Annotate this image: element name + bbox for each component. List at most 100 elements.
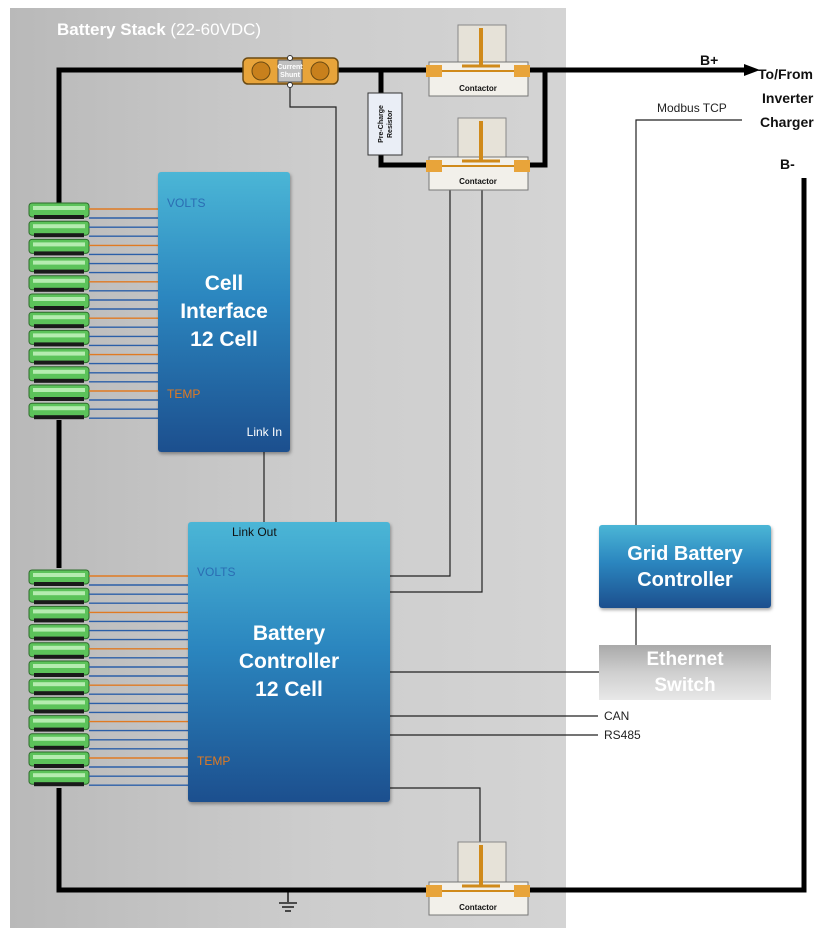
cell-interface-volts-label: VOLTS (167, 196, 206, 210)
precharge-label-line1: Pre-Charge (378, 105, 385, 143)
power-bus (56, 67, 807, 893)
battery-cell-highlight (33, 755, 85, 759)
precharge-label-line2: Resistor (387, 110, 394, 138)
battery-cell-highlight (33, 369, 85, 374)
battery-cell-highlight (33, 700, 85, 705)
battery-cell-highlight (33, 682, 85, 687)
modbus-wire (635, 119, 742, 525)
battery-cell-terminal (34, 709, 84, 714)
precharge-resistor: Pre-Charge Resistor (367, 92, 403, 156)
bus-b-minus (528, 178, 807, 893)
ethernet-switch-title-line2: Switch (654, 674, 716, 696)
battery-cell-terminal (34, 378, 84, 383)
cell-interface-title-line3: 12 Cell (190, 328, 258, 351)
battery-cell-terminal (34, 636, 84, 641)
current-shunt: Current Shunt (242, 55, 339, 88)
battery-controller-title-line1: Battery (252, 622, 326, 645)
battery-cell-highlight (33, 645, 85, 650)
battery-controller-box: Battery Controller 12 Cell (188, 522, 390, 802)
b-plus-label: B+ (700, 52, 719, 68)
bus-precharge-return (528, 70, 548, 168)
battery-cell-terminal (34, 654, 84, 659)
cell-stack-upper (28, 202, 158, 420)
cell-interface-box: Cell Interface 12 Cell Link In (158, 172, 290, 452)
shunt-label-line1: Current (277, 64, 303, 71)
battery-cell-terminal (34, 251, 84, 256)
battery-cell-highlight (33, 718, 85, 723)
shunt-label-line2: Shunt (280, 72, 300, 79)
ethernet-switch-box: Ethernet Switch (599, 645, 771, 700)
battery-cell-terminal (34, 745, 84, 750)
to-from-line1: To/From (758, 66, 813, 82)
to-from-line2: Inverter (762, 90, 814, 106)
battery-cell-highlight (33, 664, 85, 668)
grid-controller-title-line1: Grid Battery (627, 542, 743, 565)
battery-cell-highlight (33, 736, 85, 741)
contactor3-control-wire (390, 787, 481, 842)
modbus-label: Modbus TCP (657, 101, 727, 115)
link-in-label: Link In (246, 425, 282, 439)
contactor2-control-wire (390, 190, 451, 577)
bus-left-bottom (56, 788, 428, 893)
battery-cell-highlight (33, 242, 85, 247)
battery-cell-terminal (34, 215, 84, 219)
battery-cell-terminal (34, 782, 84, 787)
contactor-label: Contactor (459, 84, 497, 93)
cell-stack-lower (28, 569, 188, 787)
battery-cell-terminal (34, 618, 84, 623)
cell-interface-title-line1: Cell (204, 272, 244, 295)
battery-stack-title: Battery Stack (22-60VDC) (57, 20, 262, 39)
battery-cell-highlight (33, 773, 85, 778)
battery-cell-highlight (33, 333, 85, 338)
ethernet-switch-title-line1: Ethernet (646, 648, 724, 670)
battery-cell-highlight (33, 591, 85, 596)
battery-cell-highlight (33, 260, 85, 265)
ground-icon (279, 890, 297, 912)
arrow-right-icon (744, 64, 760, 76)
contactor-main-positive: Contactor (426, 24, 530, 97)
grid-controller-title-line2: Controller (637, 568, 733, 591)
can-label: CAN (604, 709, 630, 723)
battery-cell-highlight (33, 224, 85, 229)
contactor-precharge: Contactor (426, 117, 530, 191)
battery-controller-volts-label: VOLTS (197, 565, 236, 579)
contactor-label: Contactor (459, 903, 497, 912)
signal-wires (263, 82, 742, 842)
contactor2-control-wire-b (390, 190, 483, 593)
battery-cell-terminal (34, 342, 84, 347)
battery-cell-highlight (33, 351, 85, 356)
battery-cell-terminal (34, 691, 84, 696)
shunt-sense-wire (289, 82, 337, 522)
battery-controller-temp-label: TEMP (197, 754, 231, 768)
link-out-label: Link Out (232, 525, 277, 539)
rs485-label: RS485 (604, 728, 641, 742)
battery-controller-title-line2: Controller (238, 650, 340, 673)
battery-cell-terminal (34, 415, 84, 420)
battery-cell-terminal (34, 397, 84, 401)
battery-cell-terminal (34, 673, 84, 677)
bus-left-top (56, 67, 246, 205)
battery-cell-highlight (33, 406, 85, 411)
cell-interface-temp-label: TEMP (167, 387, 201, 401)
battery-cell-highlight (33, 573, 85, 577)
battery-cell-terminal (34, 233, 84, 238)
battery-cell-terminal (34, 360, 84, 365)
battery-cell-terminal (34, 727, 84, 732)
battery-cell-highlight (33, 388, 85, 392)
battery-cell-highlight (33, 609, 85, 614)
b-minus-label: B- (780, 156, 795, 172)
contactor-negative: Contactor (426, 841, 530, 916)
battery-cell-terminal (34, 324, 84, 329)
battery-cell-highlight (33, 278, 85, 283)
battery-cell-terminal (34, 306, 84, 310)
battery-cell-highlight (33, 315, 85, 320)
battery-cell-terminal (34, 764, 84, 768)
contactor-label: Contactor (459, 177, 497, 186)
battery-cell-terminal (34, 287, 84, 292)
battery-cell-terminal (34, 269, 84, 274)
battery-cell-terminal (34, 600, 84, 605)
battery-cell-highlight (33, 297, 85, 301)
battery-controller-title-line3: 12 Cell (255, 678, 323, 701)
battery-cell-highlight (33, 627, 85, 632)
